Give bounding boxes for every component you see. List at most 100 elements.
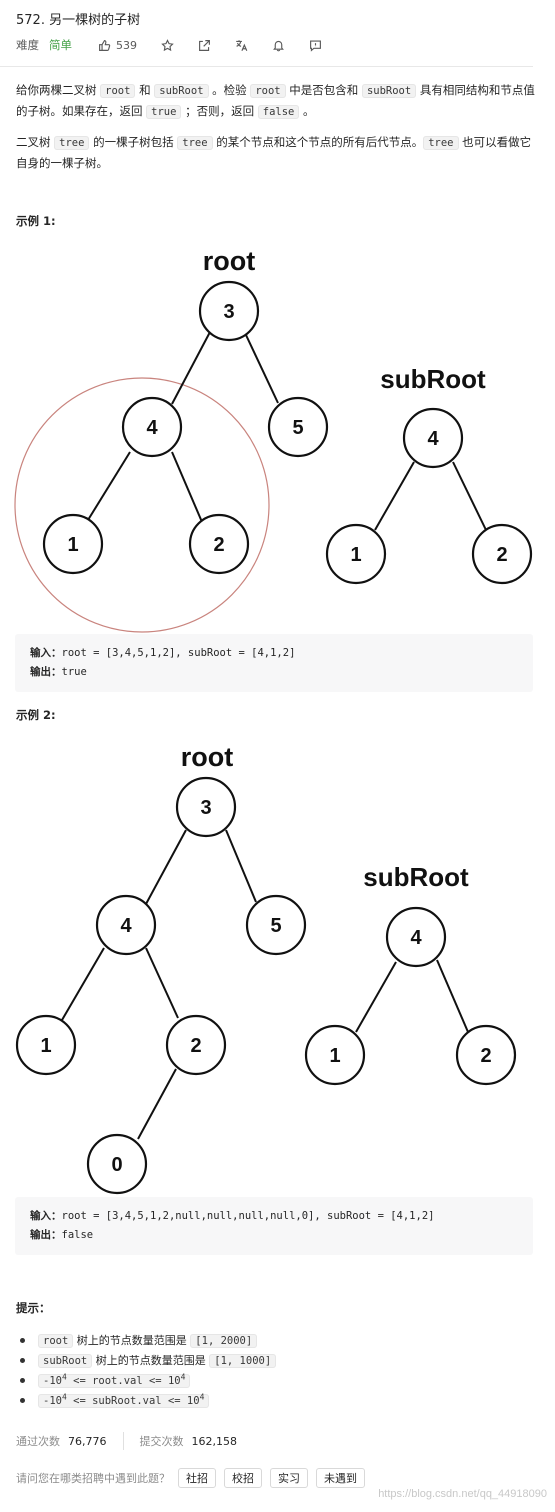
node-sub-2 <box>471 523 533 585</box>
root-label: root <box>181 742 233 772</box>
node-root-2 <box>165 1014 227 1076</box>
hint-item: -104 <= root.val <= 104 <box>20 1371 538 1391</box>
node-root-5-label: 5 <box>292 417 303 439</box>
example-2-code-block: 输入：root = [3,4,5,1,2,null,null,null,null… <box>15 1197 533 1255</box>
node-root-1 <box>42 513 104 575</box>
submitted-count: 162,158 <box>191 1434 238 1448</box>
hint-item: root 树上的节点数量范围是 [1, 2000] <box>20 1331 538 1351</box>
survey-option-never[interactable]: 未遇到 <box>316 1468 365 1488</box>
example-2-input: root = [3,4,5,1,2,null,null,null,null,0]… <box>61 1210 435 1222</box>
node-sub-2-label: 2 <box>496 544 507 566</box>
problem-title: 572. 另一棵树的子树 <box>16 13 141 28</box>
node-root-2-label: 2 <box>190 1035 201 1057</box>
example-1-code-block: 输入：root = [3,4,5,1,2], subRoot = [4,1,2]… <box>15 634 533 692</box>
comment-icon <box>310 39 321 52</box>
favorite-button[interactable] <box>161 38 174 52</box>
node-root-0-label: 0 <box>111 1154 122 1176</box>
survey-option-campus[interactable]: 校招 <box>224 1468 262 1488</box>
edge-3-5 <box>225 829 257 903</box>
node-sub-4-label: 4 <box>410 927 422 949</box>
notify-button[interactable] <box>272 39 285 52</box>
example-2-heading: 示例 2: <box>16 708 56 722</box>
edge-4-1 <box>87 451 131 521</box>
feedback-button[interactable] <box>309 39 322 52</box>
description-paragraph-1: 给你两棵二叉树 root 和 subRoot 。检验 root 中是否包含和 s… <box>16 83 535 119</box>
node-root-3-label: 3 <box>200 797 211 819</box>
example-1-output: true <box>61 666 87 678</box>
node-sub-1 <box>325 523 387 585</box>
header-divider <box>0 66 533 67</box>
survey-option-intern[interactable]: 实习 <box>270 1468 308 1488</box>
difficulty-badge: 简单 <box>49 38 72 52</box>
like-count: 539 <box>116 38 137 52</box>
hint-item: -104 <= subRoot.val <= 104 <box>20 1391 538 1411</box>
node-sub-2 <box>455 1024 517 1086</box>
node-sub-2-label: 2 <box>480 1045 491 1067</box>
example-1-figure: root subRoot 3 4 5 1 2 4 1 2 <box>14 246 533 633</box>
difficulty-label: 难度 <box>16 38 39 52</box>
node-root-4 <box>95 894 157 956</box>
example-2-output: false <box>61 1229 94 1241</box>
edge-3-4 <box>145 829 187 905</box>
node-root-5 <box>245 894 307 956</box>
share-button[interactable] <box>198 39 211 52</box>
edge-4-2 <box>171 451 203 523</box>
node-root-1-label: 1 <box>40 1035 51 1057</box>
edge-3-4 <box>171 331 211 405</box>
edge-sub-4-2 <box>436 959 469 1033</box>
edge-sub-4-1 <box>355 961 397 1033</box>
accepted-count: 76,776 <box>68 1434 107 1448</box>
node-root-4-label: 4 <box>146 417 158 439</box>
translate-button[interactable] <box>235 39 248 52</box>
hint-item: subRoot 树上的节点数量范围是 [1, 1000] <box>20 1351 538 1371</box>
edge-4-2 <box>145 947 179 1019</box>
node-root-4 <box>121 396 183 458</box>
edge-sub-4-2 <box>452 461 487 531</box>
like-button[interactable]: 539 <box>98 39 137 52</box>
subroot-label: subRoot <box>380 364 486 394</box>
node-root-2-label: 2 <box>213 534 224 556</box>
survey-option-social[interactable]: 社招 <box>178 1468 216 1488</box>
survey-question: 请问您在哪类招聘中遇到此题？ <box>16 1472 170 1485</box>
node-root-5 <box>267 396 329 458</box>
problem-meta-bar: 难度 简单 539 <box>16 36 346 54</box>
example-1-input: root = [3,4,5,1,2], subRoot = [4,1,2] <box>61 647 296 659</box>
bell-icon <box>273 40 284 51</box>
node-sub-4 <box>385 906 447 968</box>
edge-sub-4-1 <box>374 461 415 531</box>
node-root-3 <box>198 280 260 342</box>
submission-stats: 通过次数 76,776 提交次数 162,158 <box>16 1432 237 1450</box>
node-sub-4-label: 4 <box>427 428 439 450</box>
node-root-5-label: 5 <box>270 915 281 937</box>
edge-4-1 <box>61 947 105 1021</box>
subroot-label: subRoot <box>363 862 469 892</box>
submitted-label: 提交次数 <box>139 1435 184 1448</box>
node-root-3 <box>175 776 237 838</box>
stats-divider <box>122 1432 124 1450</box>
root-label: root <box>203 246 255 276</box>
interview-survey: 请问您在哪类招聘中遇到此题？ 社招 校招 实习 未遇到 <box>16 1468 365 1488</box>
star-icon <box>161 38 174 51</box>
share-icon <box>199 39 210 51</box>
node-sub-1-label: 1 <box>329 1045 340 1067</box>
edge-3-5 <box>245 334 279 404</box>
hints-list: root 树上的节点数量范围是 [1, 2000] subRoot 树上的节点数… <box>20 1331 538 1411</box>
node-sub-1-label: 1 <box>350 544 361 566</box>
node-root-1-label: 1 <box>67 534 78 556</box>
example-2-figure: root subRoot 3 4 5 1 2 0 4 1 2 <box>15 742 517 1195</box>
thumbs-up-icon <box>99 39 111 51</box>
description-paragraph-2: 二叉树 tree 的一棵子树包括 tree 的某个节点和这个节点的所有后代节点。… <box>16 135 532 170</box>
node-sub-4 <box>402 407 464 469</box>
node-root-1 <box>15 1014 77 1076</box>
node-root-0 <box>86 1133 148 1195</box>
subtree-highlight-circle <box>14 377 270 633</box>
node-sub-1 <box>304 1024 366 1086</box>
edge-2-0 <box>137 1068 177 1140</box>
example-1-heading: 示例 1: <box>16 214 56 228</box>
watermark: https://blog.csdn.net/qq_44918090 <box>378 1488 547 1500</box>
node-root-2 <box>188 513 250 575</box>
accepted-label: 通过次数 <box>16 1435 60 1448</box>
translate-icon <box>236 39 248 51</box>
node-root-3-label: 3 <box>223 301 234 323</box>
node-root-4-label: 4 <box>120 915 132 937</box>
